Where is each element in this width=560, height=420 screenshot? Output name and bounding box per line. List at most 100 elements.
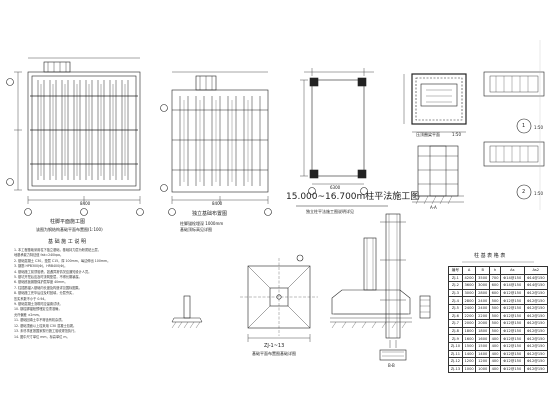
table-cell: Φ12@150 bbox=[500, 303, 525, 313]
note-line: 压实系数不小于 0.94。 bbox=[14, 296, 48, 301]
table-cell: Φ12@150 bbox=[523, 296, 549, 305]
table-cell: 1400 bbox=[461, 349, 477, 359]
note-line: 4. 基础施工前须验槽，如遇异常情况应通知设计人员。 bbox=[14, 269, 92, 274]
table-cell: ZJ-11 bbox=[448, 349, 463, 359]
table-cell: 1800 bbox=[461, 326, 477, 336]
section-aa-detail bbox=[412, 145, 464, 205]
table-cell: 600 bbox=[489, 288, 502, 298]
note-line: 13. 未尽事宜按国家现行施工验收规范执行。 bbox=[14, 329, 78, 334]
note-line: 6. 基础底板钢筋保护层厚度 40mm。 bbox=[14, 280, 68, 285]
table-cell: 2200 bbox=[461, 311, 477, 321]
plan2-dim: 8400 bbox=[212, 201, 223, 206]
note-line: 9. 基础混凝土浇筑时应留置试块。 bbox=[14, 302, 63, 307]
table-cell: 500 bbox=[489, 311, 502, 321]
table-cell: 600 bbox=[489, 281, 502, 290]
table-cell: Φ12@150 bbox=[523, 288, 549, 298]
table-cell: 1800 bbox=[475, 326, 491, 336]
table-cell: Φ12@150 bbox=[523, 311, 549, 321]
table-header-cell: As bbox=[500, 266, 525, 275]
zj-note: 基础平面布置图基础详图 bbox=[252, 351, 296, 356]
note-line: 12. 基础顶面以上柱采用 C30 混凝土包裹。 bbox=[14, 323, 77, 328]
table-cell: 400 bbox=[489, 357, 502, 366]
notes-title: 基 础 施 工 说 明 bbox=[48, 239, 86, 245]
table-cell: ZJ-6 bbox=[448, 311, 463, 321]
table-cell: Φ12@150 bbox=[500, 311, 525, 321]
note-line: 11. 基础回填土中不得含有机杂质。 bbox=[14, 318, 65, 323]
table-cell: Φ12@150 bbox=[523, 334, 549, 343]
circle-details bbox=[483, 40, 545, 210]
plan2-note2: 基础顶标高见详图 bbox=[180, 227, 212, 232]
table-cell: Φ12@150 bbox=[523, 303, 549, 313]
table-cell: ZJ-5 bbox=[448, 303, 463, 313]
table-cell: 1600 bbox=[475, 334, 491, 343]
table-cell: ZJ-10 bbox=[448, 341, 463, 351]
table-cell: 1400 bbox=[475, 349, 491, 359]
table-header-cell: 编号 bbox=[448, 266, 463, 275]
note-line: 1. 本工程基础采用柱下独立基础，基础持力层为粉质粘土层， bbox=[14, 248, 101, 252]
circle1-number: 1 bbox=[522, 123, 526, 129]
notes-list: 1. 本工程基础采用柱下独立基础，基础持力层为粉质粘土层， 地基承载力特征值 f… bbox=[14, 248, 142, 340]
table-cell: 2400 bbox=[475, 296, 491, 305]
column-base-detail-small bbox=[171, 295, 203, 329]
table-cell: Φ12@150 bbox=[523, 319, 549, 328]
bb-label: B-B bbox=[388, 363, 395, 368]
table-cell: 1600 bbox=[461, 334, 477, 343]
table-cell: ZJ-3 bbox=[448, 288, 463, 298]
plan3-note: 独立柱平法施工图说明详见 bbox=[306, 209, 354, 214]
table-cell: Φ14@150 bbox=[523, 281, 549, 290]
circle2-number: 2 bbox=[522, 189, 526, 195]
note-line: 14. 图中尺寸单位 mm，标高单位 m。 bbox=[14, 334, 70, 339]
table-cell: 400 bbox=[489, 349, 502, 359]
detail1-title: 压顶圈梁平面 bbox=[416, 132, 440, 137]
table-cell: ZJ-12 bbox=[448, 357, 463, 366]
table-cell: Φ12@150 bbox=[523, 326, 549, 336]
table-cell: 1200 bbox=[461, 357, 477, 366]
plan2-note1: 柱脚锚栓埋深 1000mm bbox=[180, 221, 224, 226]
detail-beam-plan bbox=[403, 73, 467, 133]
table-cell: 3000 bbox=[461, 288, 477, 298]
plan3-title: 15.000~16.700m柱平法施工图 bbox=[286, 192, 420, 202]
table-cell: Φ12@150 bbox=[523, 349, 549, 359]
circle1-scale: 1:50 bbox=[534, 125, 543, 130]
plan2-foundation-plan bbox=[160, 71, 272, 216]
table-cell: 1500 bbox=[475, 341, 491, 351]
table-cell: 2200 bbox=[475, 311, 491, 321]
table-cell: Φ12@150 bbox=[523, 364, 549, 374]
table-cell: Φ12@150 bbox=[500, 319, 525, 328]
table-cell: Φ12@150 bbox=[500, 357, 525, 366]
table-cell: 700 bbox=[489, 273, 502, 283]
table-title: 柱 基 表 格 表 bbox=[474, 253, 506, 259]
table-cell: 2400 bbox=[461, 303, 477, 313]
table-cell: Φ14@150 bbox=[500, 281, 525, 290]
table-cell: 500 bbox=[489, 319, 502, 328]
table-cell: 500 bbox=[489, 303, 502, 313]
table-cell: ZJ-2 bbox=[448, 281, 463, 290]
table-cell: Φ12@150 bbox=[500, 349, 525, 359]
table-cell: 1500 bbox=[461, 341, 477, 351]
zj-label: ZJ-1~13 bbox=[264, 343, 285, 349]
detail1-scale: 1:50 bbox=[452, 132, 461, 137]
table-cell: Φ12@150 bbox=[523, 357, 549, 366]
table-cell: 2800 bbox=[475, 288, 491, 298]
table-cell: 3600 bbox=[461, 281, 477, 290]
plan1-dim: 8400 bbox=[80, 201, 91, 206]
plan3-dim-w: 6300 bbox=[330, 185, 341, 190]
table-cell: 1200 bbox=[475, 357, 491, 366]
note-line: 地基承载力特征值 fak=240kpa。 bbox=[14, 253, 64, 258]
table-cell: Φ12@150 bbox=[500, 288, 525, 298]
plan3-column-plan bbox=[296, 68, 388, 207]
note-line: 7. 柱插筋锚入基础内长度及构造详见国标图集。 bbox=[14, 285, 82, 290]
plan2-title: 独立基础布置图 bbox=[192, 211, 228, 217]
plan1-title: 柱脚平面施工图 bbox=[50, 219, 86, 225]
table-header-cell: h bbox=[489, 266, 502, 275]
table-cell: Φ12@150 bbox=[500, 341, 525, 351]
table-cell: Φ12@150 bbox=[500, 296, 525, 305]
